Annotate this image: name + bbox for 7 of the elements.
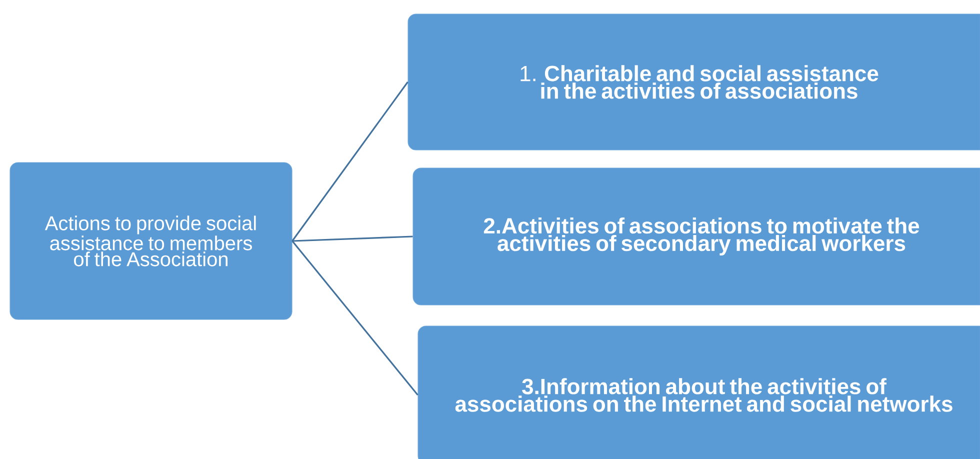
process-box: Actions to provide social assistance to members of the Association: [10, 162, 292, 320]
connector-line: [292, 236, 413, 242]
process-box: 2.Activities of associations to motivate the activities of secondary medical workers: [412, 168, 980, 306]
connector-line: [292, 82, 408, 242]
connector-line: [292, 240, 418, 396]
process-box: 1. Charitable and social assistance in the activities of associations: [408, 14, 980, 150]
process-box: 3.Information about the activities of associations on the Internet and social networks: [418, 326, 980, 459]
